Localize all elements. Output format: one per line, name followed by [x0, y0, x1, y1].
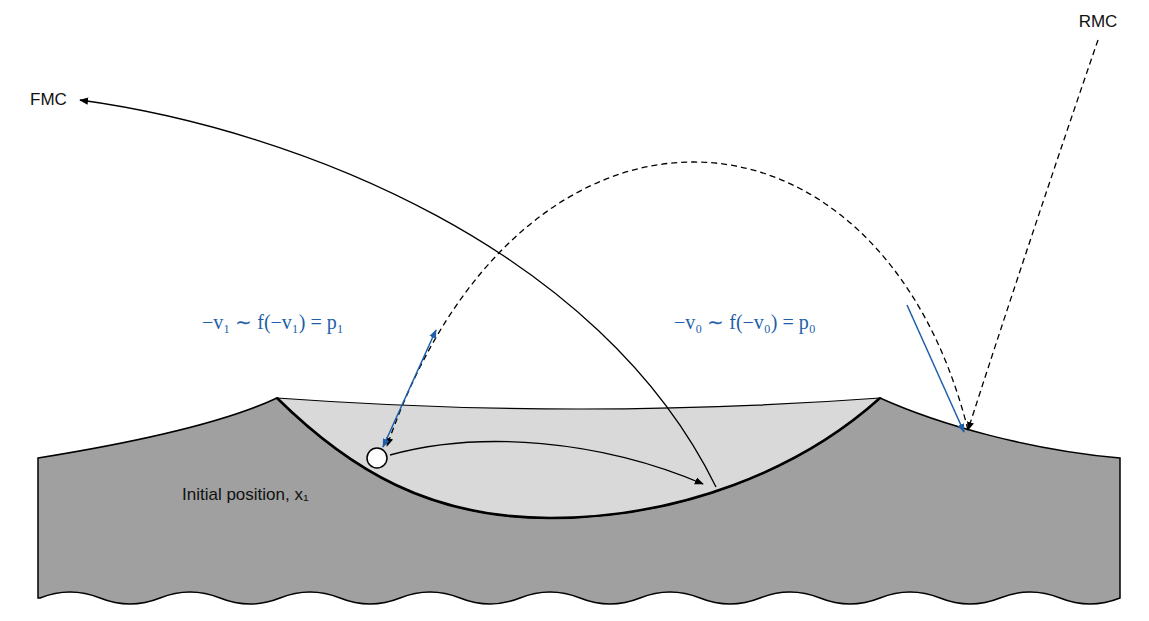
path-label: FMC — [28, 90, 69, 110]
rmc-path — [387, 162, 968, 446]
point-label: Initial position, x₁ — [180, 485, 311, 505]
initial-point — [367, 448, 387, 468]
vector-label: −v₀ ∼ f(−v₀) = p₀ — [672, 310, 818, 334]
fmc-path — [390, 442, 703, 484]
direction-vector — [383, 330, 436, 447]
vector-label: −v₁ ∼ f(−v₁) = p₁ — [200, 310, 346, 334]
ground-body — [38, 398, 1120, 604]
valley-region — [277, 398, 880, 518]
rmc-path — [968, 40, 1098, 430]
fmc-path — [80, 100, 716, 487]
surface-line — [277, 398, 880, 518]
direction-vector — [907, 305, 964, 432]
path-label: RMC — [1077, 12, 1120, 32]
